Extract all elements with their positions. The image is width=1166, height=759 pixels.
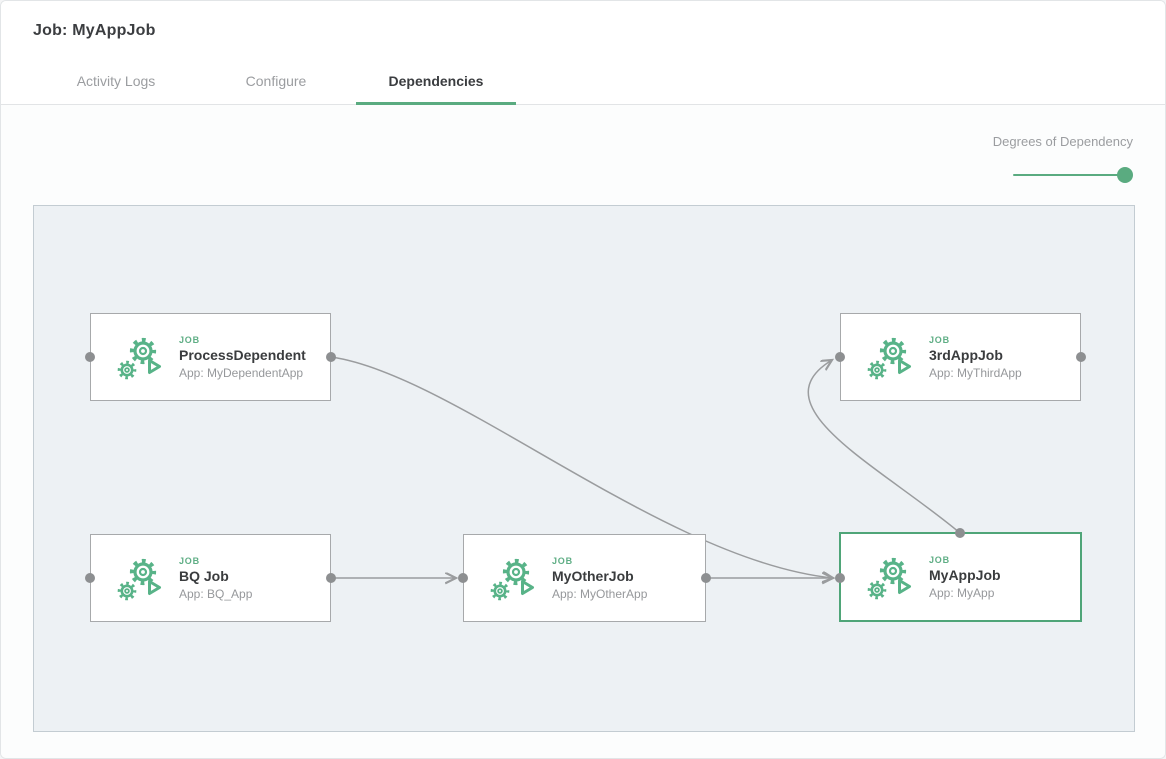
edge-myappjob-to-3rdappjob [807, 360, 961, 534]
node-text: JOB 3rdAppJob App: MyThirdApp [929, 335, 1022, 380]
node-kind-label: JOB [929, 554, 950, 565]
graph-node-myappjob-selected[interactable]: JOB MyAppJob App: MyApp [839, 532, 1082, 622]
tab-label: Dependencies [388, 73, 484, 89]
tab-label: Activity Logs [76, 73, 156, 89]
job-gears-icon [866, 333, 914, 381]
node-title: MyOtherJob [552, 567, 634, 584]
degrees-of-dependency-slider[interactable] [1013, 167, 1133, 183]
tab-dependencies[interactable]: Dependencies [356, 63, 516, 105]
node-app-label: App: BQ_App [179, 586, 253, 601]
slider-track[interactable] [1013, 174, 1131, 176]
job-gears-icon [116, 333, 164, 381]
graph-node-processdependent[interactable]: JOB ProcessDependent App: MyDependentApp [90, 313, 331, 401]
page-header: Job: MyAppJob Activity Logs Configure De… [1, 1, 1165, 105]
node-title: MyAppJob [929, 566, 1001, 583]
node-app-label: App: MyDependentApp [179, 365, 304, 380]
node-kind-label: JOB [179, 555, 200, 566]
job-gears-icon [866, 553, 914, 601]
node-kind-label: JOB [552, 555, 573, 566]
dependency-edges-layer [330, 356, 961, 731]
dependency-controls: Degrees of Dependency [993, 134, 1133, 183]
node-text: JOB ProcessDependent App: MyDependentApp [179, 335, 306, 380]
graph-node-3rdappjob[interactable]: JOB 3rdAppJob App: MyThirdApp [840, 313, 1081, 401]
dependencies-content: Degrees of Dependency [1, 105, 1165, 758]
node-title: BQ Job [179, 567, 229, 584]
page-title: Job: MyAppJob [33, 22, 156, 39]
slider-label: Degrees of Dependency [992, 134, 1133, 149]
node-app-label: App: MyOtherApp [552, 586, 648, 601]
node-text: JOB MyOtherJob App: MyOtherApp [552, 556, 647, 601]
active-tab-indicator [356, 102, 516, 105]
tab-bar: Activity Logs Configure Dependencies [1, 63, 1165, 105]
job-gears-icon [489, 554, 537, 602]
node-text: JOB BQ Job App: BQ_App [179, 556, 252, 601]
graph-node-bqjob[interactable]: JOB BQ Job App: BQ_App [90, 534, 331, 622]
tab-activity-logs[interactable]: Activity Logs [36, 63, 196, 105]
node-title: ProcessDependent [179, 346, 306, 363]
node-kind-label: JOB [179, 334, 200, 345]
node-text: JOB MyAppJob App: MyApp [929, 555, 1001, 600]
slider-thumb[interactable] [1117, 167, 1133, 183]
node-app-label: App: MyApp [929, 585, 995, 600]
node-title: 3rdAppJob [929, 346, 1003, 363]
edge-processdependent-to-myappjob [330, 356, 833, 578]
tab-label: Configure [245, 73, 307, 89]
graph-node-myotherjob[interactable]: JOB MyOtherJob App: MyOtherApp [463, 534, 706, 622]
tab-configure[interactable]: Configure [196, 63, 356, 105]
job-gears-icon [116, 554, 164, 602]
node-kind-label: JOB [929, 334, 950, 345]
node-app-label: App: MyThirdApp [929, 365, 1022, 380]
dependency-graph-canvas[interactable]: JOB ProcessDependent App: MyDependentApp… [33, 205, 1135, 732]
